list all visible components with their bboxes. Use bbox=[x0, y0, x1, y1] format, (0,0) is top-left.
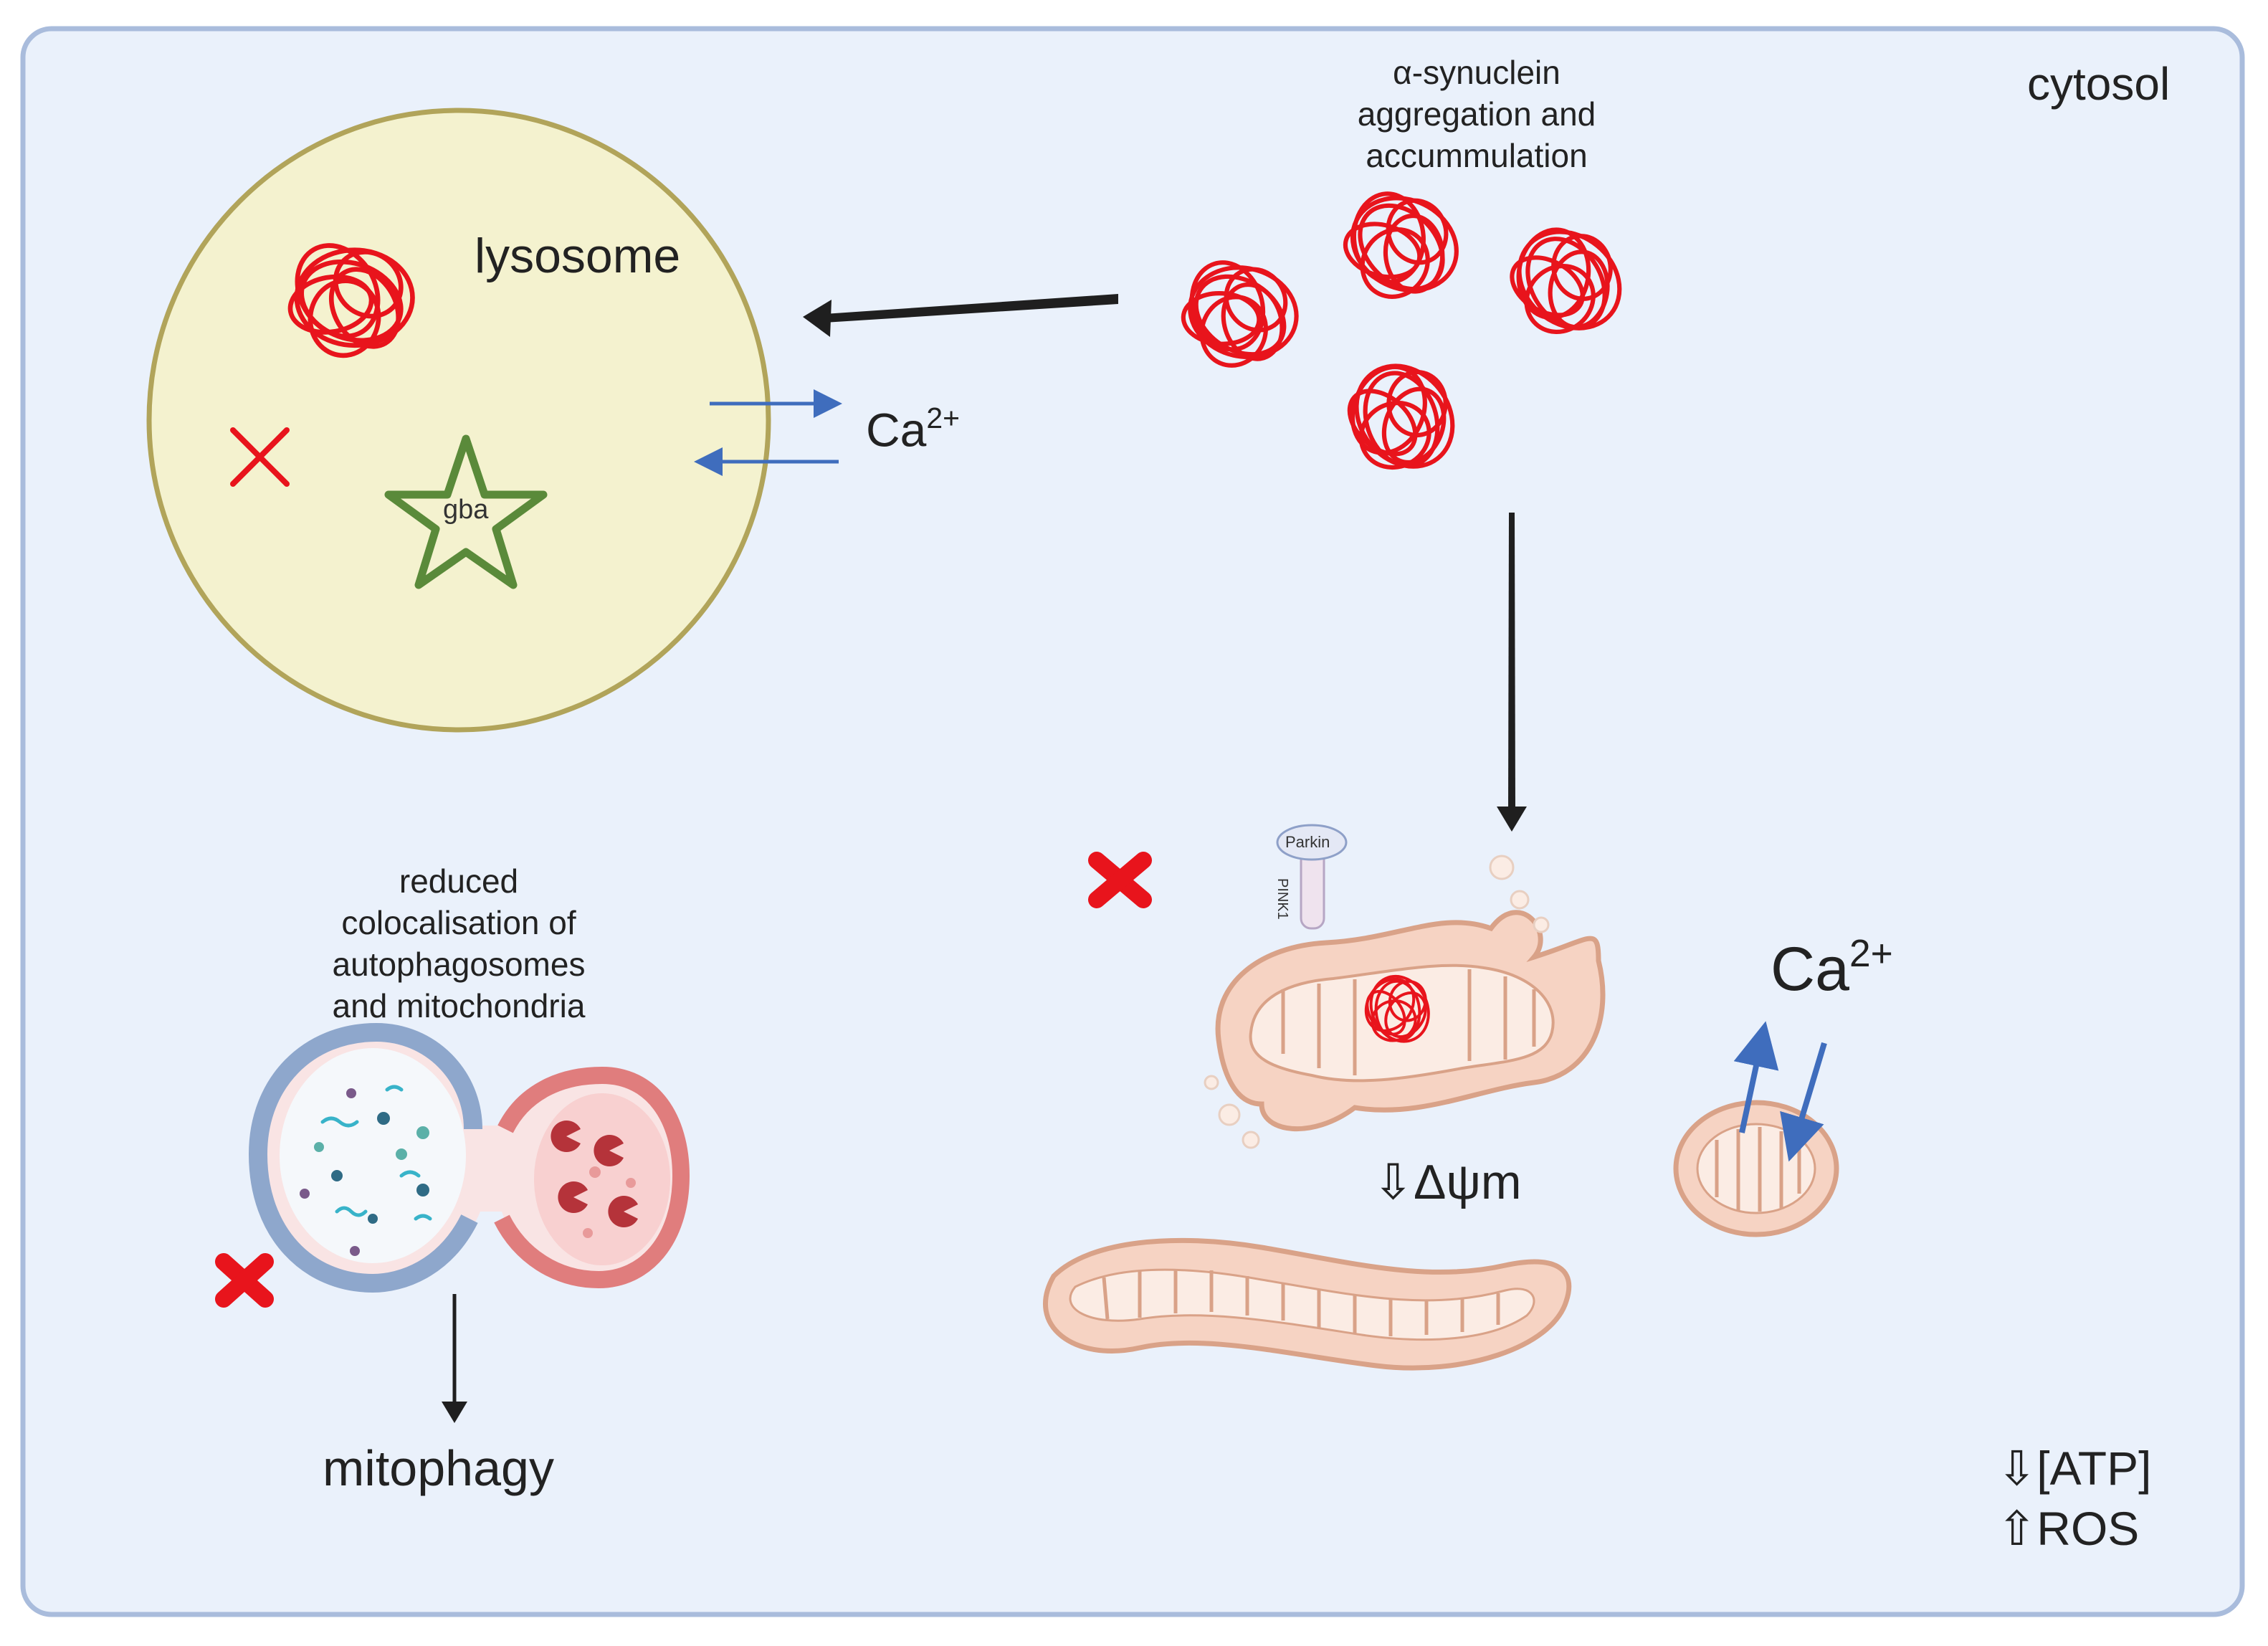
arrowhead bbox=[442, 1402, 467, 1423]
alpha-synuclein-aggregate-icon bbox=[1347, 363, 1455, 470]
aggregate-strand bbox=[1517, 229, 1622, 330]
aggregate-strand bbox=[308, 278, 381, 358]
aggregate-strand bbox=[1188, 265, 1299, 360]
small-mitochondrion-icon bbox=[1673, 1100, 1839, 1237]
aggregate-strand bbox=[1381, 386, 1447, 465]
alpha-synuclein-aggregate-icon bbox=[1181, 260, 1299, 368]
calcium-ion-charge: 2+ bbox=[926, 401, 961, 434]
alpha-synuclein-aggregate-icon bbox=[287, 243, 415, 358]
arrowhead bbox=[803, 300, 832, 337]
transport-to-lysosome-arrow bbox=[824, 294, 1118, 323]
reduced-colocalisation-line: and mitochondria bbox=[332, 987, 586, 1024]
aggregate-strand bbox=[328, 267, 401, 349]
mito-calcium-ion-charge: 2+ bbox=[1849, 933, 1893, 975]
aggregate-strand bbox=[1369, 974, 1430, 1043]
parkin-label: Parkin bbox=[1285, 833, 1330, 851]
aggregate-strand bbox=[1343, 222, 1422, 280]
cytosol-label: cytosol bbox=[2027, 58, 2171, 110]
autophagosome-lysosome-fusion-icon bbox=[248, 1022, 690, 1293]
arrowhead bbox=[1497, 807, 1527, 832]
gba-star-icon bbox=[384, 434, 548, 589]
inhibition-cross-icon bbox=[230, 427, 290, 487]
aggregate-strand bbox=[1524, 263, 1596, 335]
reduced-colocalisation-label: reduced colocalisation of autophagosomes… bbox=[272, 860, 645, 1027]
alpha-synuclein-label: α-synuclein aggregation and accummulatio… bbox=[1312, 52, 1642, 176]
transport-to-mitochondria-arrow bbox=[1508, 513, 1515, 810]
aggregate-strand bbox=[294, 247, 415, 348]
aggregate-strand bbox=[1360, 227, 1430, 300]
mito-calcium-ion-label: Ca2+ bbox=[1771, 932, 1893, 1005]
reduced-colocalisation-line: reduced bbox=[399, 862, 519, 900]
alpha-synuclein-label-line: aggregation and bbox=[1357, 95, 1596, 133]
aggregate-strand bbox=[1354, 363, 1455, 469]
lysosome-organelle bbox=[146, 108, 771, 733]
calcium-ion-label: Ca2+ bbox=[866, 401, 960, 457]
aggregate-strand bbox=[1350, 196, 1459, 293]
atp-label: ⇩[ATP] bbox=[1997, 1442, 2152, 1495]
calcium-ion-base: Ca bbox=[866, 403, 927, 457]
elongated-mitochondrion-icon bbox=[1043, 1237, 1572, 1371]
alpha-synuclein-label-line: accummulation bbox=[1366, 137, 1588, 174]
flux-arrow-icon bbox=[1780, 1042, 1827, 1162]
gba-label: gba bbox=[443, 495, 489, 525]
parkin-protein bbox=[1276, 824, 1348, 861]
membrane-potential-label: ⇩Δψm bbox=[1373, 1155, 1522, 1209]
inhibition-cross-icon bbox=[215, 1253, 274, 1308]
alpha-synuclein-aggregate-icon bbox=[1510, 227, 1622, 335]
flux-arrow-icon bbox=[1733, 1021, 1779, 1133]
ros-label: ⇧ROS bbox=[1997, 1502, 2140, 1555]
mito-calcium-ion-base: Ca bbox=[1771, 935, 1849, 1004]
lysosome-label: lysosome bbox=[475, 229, 681, 283]
aggregate-strand bbox=[1189, 260, 1266, 352]
reduced-colocalisation-line: colocalisation of bbox=[341, 904, 576, 941]
aggregate-strand bbox=[1358, 400, 1431, 470]
reduced-colocalisation-line: autophagosomes bbox=[332, 946, 586, 983]
aggregate-strand bbox=[1221, 282, 1285, 361]
aggregate-strand bbox=[287, 274, 374, 335]
alpha-synuclein-label-line: α-synuclein bbox=[1393, 54, 1561, 91]
alpha-synuclein-aggregate-icon bbox=[1364, 974, 1430, 1043]
mitophagy-label: mitophagy bbox=[323, 1440, 554, 1496]
aggregate-strand bbox=[1181, 291, 1262, 346]
inhibition-cross-icon bbox=[1088, 852, 1152, 908]
pink1-label: PINK1 bbox=[1274, 878, 1290, 920]
alpha-synuclein-aggregate-icon bbox=[1343, 191, 1459, 300]
